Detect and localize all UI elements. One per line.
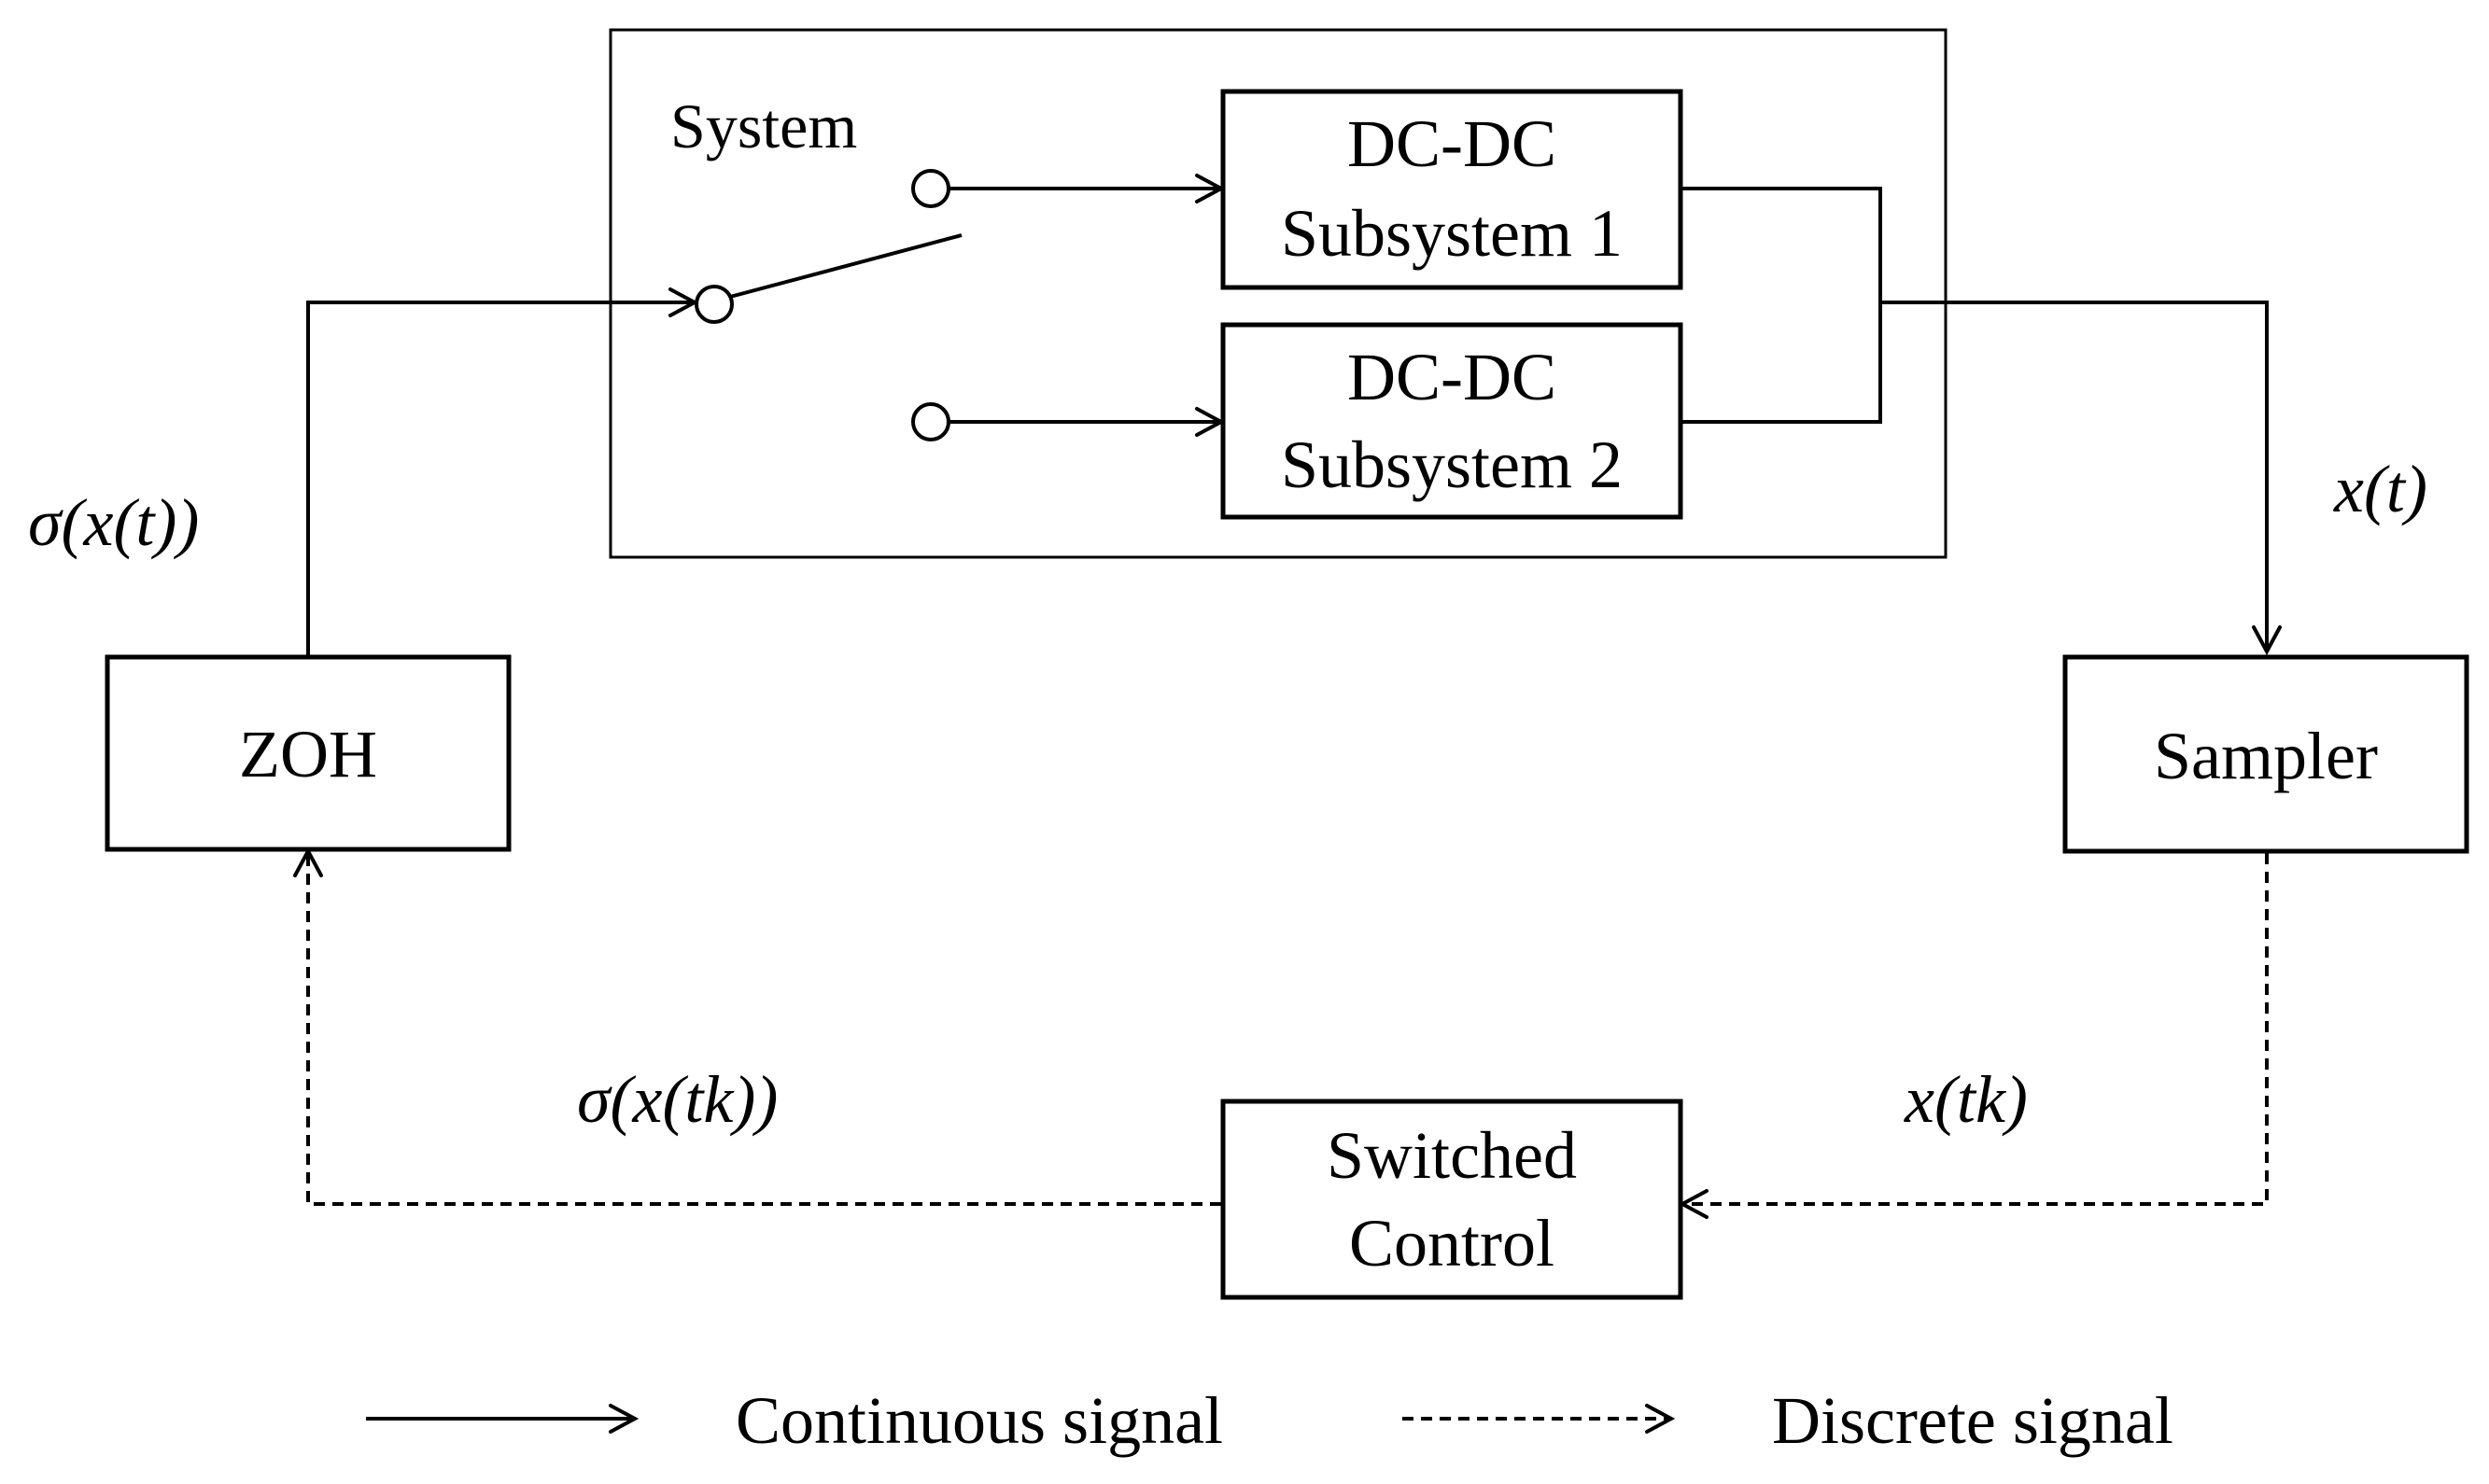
legend-discrete-label: Discrete signal xyxy=(1772,1383,2173,1458)
switch-input-terminal xyxy=(695,285,734,324)
sampler-label: Sampler xyxy=(2154,719,2378,793)
arrow-switch-to-subsystem-1 xyxy=(949,174,1226,203)
subsystem-output-merge xyxy=(1680,187,2282,656)
switched-control-block: Switched Control xyxy=(1220,1099,1683,1300)
signal-label-x-t: x(t) xyxy=(2333,452,2427,526)
subsystem-1-label-line1: DC-DC xyxy=(1347,106,1556,181)
selector-switch xyxy=(695,169,963,441)
subsystem-2-label-line2: Subsystem 2 xyxy=(1281,427,1623,502)
switch-output-terminal-2 xyxy=(911,402,950,441)
arrow-switch-to-subsystem-2 xyxy=(949,407,1226,437)
arrow-switched-control-to-zoh xyxy=(293,847,1221,1206)
zoh-block: ZOH xyxy=(105,654,512,852)
switched-control-label-line1: Switched xyxy=(1327,1118,1577,1193)
legend: Continuous signal Discrete signal xyxy=(366,1383,2173,1458)
system-label: System xyxy=(670,91,857,161)
subsystem-1-label-line2: Subsystem 1 xyxy=(1281,196,1623,271)
dc-dc-subsystem-1-block: DC-DC Subsystem 1 xyxy=(1220,89,1683,290)
legend-continuous-symbol xyxy=(366,1404,640,1434)
switched-control-label-line2: Control xyxy=(1349,1206,1554,1281)
signal-label-sigma-x-t: σ(x(t)) xyxy=(28,485,199,560)
subsystem-2-label-line1: DC-DC xyxy=(1347,340,1556,414)
legend-continuous-label: Continuous signal xyxy=(736,1383,1223,1458)
dc-dc-subsystem-2-block: DC-DC Subsystem 2 xyxy=(1220,322,1683,520)
arrow-sampler-to-switched-control xyxy=(1678,853,2269,1219)
zoh-label: ZOH xyxy=(239,717,377,791)
legend-discrete-symbol xyxy=(1402,1404,1676,1434)
arrow-zoh-to-switch xyxy=(306,287,699,655)
switch-output-terminal-1 xyxy=(911,169,950,208)
system-frame xyxy=(609,28,1948,559)
sampler-block: Sampler xyxy=(2062,654,2469,854)
signal-label-x-tk: x(tk) xyxy=(1904,1062,2028,1137)
signal-label-sigma-x-tk: σ(x(tk)) xyxy=(577,1062,778,1137)
